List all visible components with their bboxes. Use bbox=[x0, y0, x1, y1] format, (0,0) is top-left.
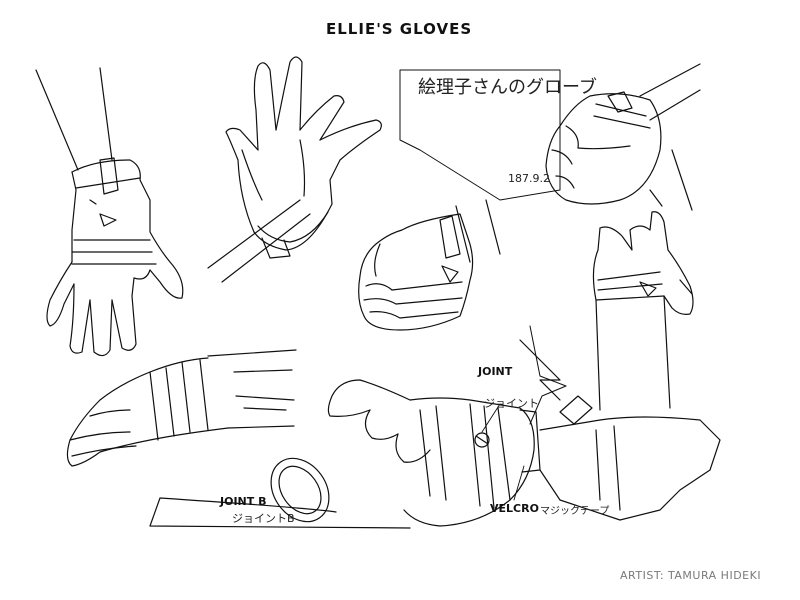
joint-b-jp-label: ジョイントB bbox=[232, 512, 295, 525]
artist-credit: ARTIST: TAMURA HIDEKI bbox=[620, 569, 762, 582]
glove-right-fist bbox=[399, 63, 701, 211]
joint-jp-label: ジョイント bbox=[484, 397, 539, 410]
japanese-title: 絵理子さんのグローブ bbox=[418, 77, 597, 98]
glove-reaching bbox=[66, 349, 297, 467]
joint-b-ring bbox=[270, 457, 330, 523]
velcro-jp-label: マジックテープ bbox=[540, 506, 610, 517]
glove-hanging-open bbox=[35, 67, 184, 357]
sheet-title: ELLIE'S GLOVES bbox=[326, 20, 473, 38]
joint-label: JOINT bbox=[478, 365, 513, 378]
glove-detail-cuff bbox=[149, 339, 721, 529]
velcro-label: VELCRO bbox=[490, 502, 539, 515]
joint-b-label: JOINT B bbox=[220, 495, 267, 508]
star-burst bbox=[529, 325, 567, 425]
glove-center-fist bbox=[358, 199, 501, 331]
leader-joint bbox=[481, 403, 501, 433]
glove-spread-fingers bbox=[207, 56, 382, 283]
artist-signature: 187.9.2 bbox=[508, 172, 550, 185]
glove-pointing bbox=[592, 211, 694, 411]
leader-velcro bbox=[513, 465, 525, 501]
